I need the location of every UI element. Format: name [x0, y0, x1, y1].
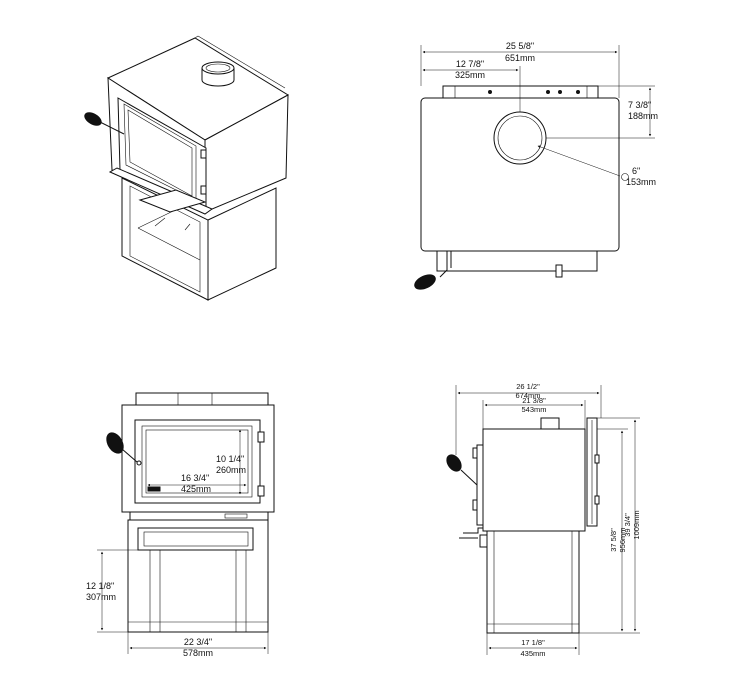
side-overall-depth-mm: 674mm: [515, 391, 540, 400]
top-front-lip: [436, 250, 598, 272]
front-door-handle: [121, 448, 138, 463]
top-flue-offset-in: 12 7/8": [456, 59, 484, 69]
iso-ash-drawer: [138, 189, 207, 213]
top-flue-dia-in: 6": [632, 166, 640, 176]
front-glass-width-in: 16 3/4": [181, 473, 209, 483]
side-pedestal: [486, 530, 580, 634]
side-overall-depth-in: 26 1/2": [516, 382, 540, 391]
top-flue-depth-in: 7 3/8": [628, 100, 651, 110]
top-flue-depth-mm: 188mm: [628, 111, 658, 121]
isometric-view: [84, 35, 290, 301]
side-body-depth-mm: 543mm: [521, 405, 546, 414]
iso-handle-knob: [84, 112, 102, 126]
top-flue-dia-mm: 153mm: [626, 177, 656, 187]
front-ash-height-mm: 307mm: [86, 592, 116, 602]
side-total-height-mm: 1009mm: [632, 510, 641, 539]
front-view: 10 1/4" 260mm 16 3/4" 425mm 12 1/8" 307m…: [86, 392, 275, 658]
front-handle-knob: [106, 432, 124, 454]
side-body-height-mm: 956mm: [618, 527, 627, 552]
front-glass-height-in: 10 1/4": [216, 454, 244, 464]
side-body-height-in: 37 5/8": [609, 528, 618, 552]
front-top-cap: [135, 392, 269, 406]
front-ash-lip: [129, 511, 269, 521]
iso-door-handle: [99, 121, 125, 135]
side-base-depth-mm: 435mm: [520, 649, 545, 658]
front-base-width-mm: 578mm: [183, 648, 213, 658]
side-base-depth-in: 17 1/8": [521, 638, 545, 647]
iso-pedestal-side: [207, 187, 277, 301]
side-body: [482, 428, 586, 532]
side-flue-collar: [540, 417, 560, 430]
top-flue-outer: [493, 111, 547, 165]
front-glass-height-mm: 260mm: [216, 465, 246, 475]
front-ash-drawer: [137, 527, 254, 551]
side-body-depth-in: 21 3/8": [522, 396, 546, 405]
front-base-width-in: 22 3/4": [184, 637, 212, 647]
top-view: 25 5/8" 651mm 12 7/8" 325mm 7 3/8" 188mm…: [414, 41, 658, 290]
side-door-edge: [476, 444, 484, 526]
side-door-handle: [460, 469, 478, 486]
front-glass-width-mm: 425mm: [181, 484, 211, 494]
top-width-mm: 651mm: [505, 53, 535, 63]
top-width-in: 25 5/8": [506, 41, 534, 51]
top-handle-knob: [414, 274, 436, 290]
front-ash-height-in: 12 1/8": [86, 581, 114, 591]
top-flue-offset-mm: 325mm: [455, 70, 485, 80]
side-view: 26 1/2" 674mm 21 3/8" 543mm 39 3/4" 1009…: [446, 382, 641, 658]
front-glass: [141, 425, 253, 498]
top-rear-cap: [442, 85, 599, 99]
side-handle-knob: [446, 454, 462, 472]
side-total-height-in: 39 3/4": [623, 513, 632, 537]
